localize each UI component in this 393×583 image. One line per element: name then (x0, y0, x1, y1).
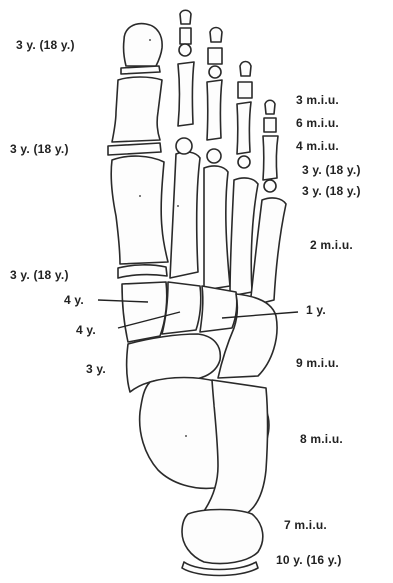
toe2-metatarsal (170, 152, 200, 278)
first-metatarsal-epiphysis (118, 265, 167, 278)
label-navicular: 3 y. (86, 362, 106, 376)
label-hallux-proximal: 3 y. (18 y.) (10, 142, 69, 156)
label-phalangeal-epiphysis-b: 3 y. (18 y.) (302, 184, 361, 198)
toe5-metatarsal (250, 198, 286, 306)
label-distal-phalanges: 3 m.i.u. (296, 93, 339, 107)
toe3-distal-phalanx (210, 28, 222, 43)
toe3-metatarsal (204, 166, 230, 290)
toe4-proximal-phalanx (237, 102, 251, 154)
toe2-proximal-phalanx (178, 62, 194, 126)
label-calcaneal-apophysis: 10 y. (16 y.) (276, 553, 342, 567)
hallux-proximal-epiphysis (108, 143, 161, 155)
label-intermediate-cuneiform: 4 y. (76, 323, 96, 337)
hallux-distal-epiphysis (121, 66, 160, 74)
stipple-dot (185, 435, 187, 437)
toe4-epiphysis-cap (238, 156, 250, 168)
toe3-proximal-phalanx (207, 80, 222, 140)
toe4-distal-phalanx (240, 62, 251, 77)
label-talus: 8 m.i.u. (300, 432, 343, 446)
stipple-dot (177, 205, 179, 207)
label-cuboid: 9 m.i.u. (296, 356, 339, 370)
label-calcaneus: 7 m.i.u. (284, 518, 327, 532)
toe5-proximal-phalanx (263, 136, 278, 180)
label-metatarsals: 2 m.i.u. (310, 238, 353, 252)
hallux-proximal-phalanx (112, 77, 162, 142)
toe2-epiphysis-cap (179, 44, 191, 56)
hallux-distal-phalanx (124, 24, 163, 66)
toe3-epiphysis-cap (209, 66, 221, 78)
label-first-metatarsal: 3 y. (18 y.) (10, 268, 69, 282)
label-lateral-cuneiform: 1 y. (306, 303, 326, 317)
toe5-distal-phalanx (265, 100, 275, 114)
label-phalangeal-epiphysis-a: 3 y. (18 y.) (302, 163, 361, 177)
label-medial-cuneiform: 4 y. (64, 293, 84, 307)
label-middle-phalanges: 6 m.i.u. (296, 116, 339, 130)
stipple-dot (139, 195, 141, 197)
first-metatarsal (111, 156, 168, 264)
intermediate-cuneiform (162, 282, 201, 334)
toe3-base-cap (207, 149, 221, 163)
label-hallux-distal: 3 y. (18 y.) (16, 38, 75, 52)
toe2-middle-phalanx (180, 28, 191, 44)
calcaneus-tuberosity (182, 510, 263, 564)
medial-cuneiform (122, 282, 167, 342)
label-proximal-phalanges: 4 m.i.u. (296, 139, 339, 153)
toe5-epiphysis-cap (264, 180, 276, 192)
stipple-dot (213, 405, 215, 407)
toe2-base-cap (176, 138, 192, 154)
toe3-middle-phalanx (208, 48, 222, 64)
toe4-middle-phalanx (238, 82, 252, 98)
lateral-cuneiform (200, 286, 237, 332)
toe2-distal-phalanx (180, 10, 191, 24)
toe5-middle-phalanx (264, 118, 276, 132)
stipple-dot (149, 39, 151, 41)
